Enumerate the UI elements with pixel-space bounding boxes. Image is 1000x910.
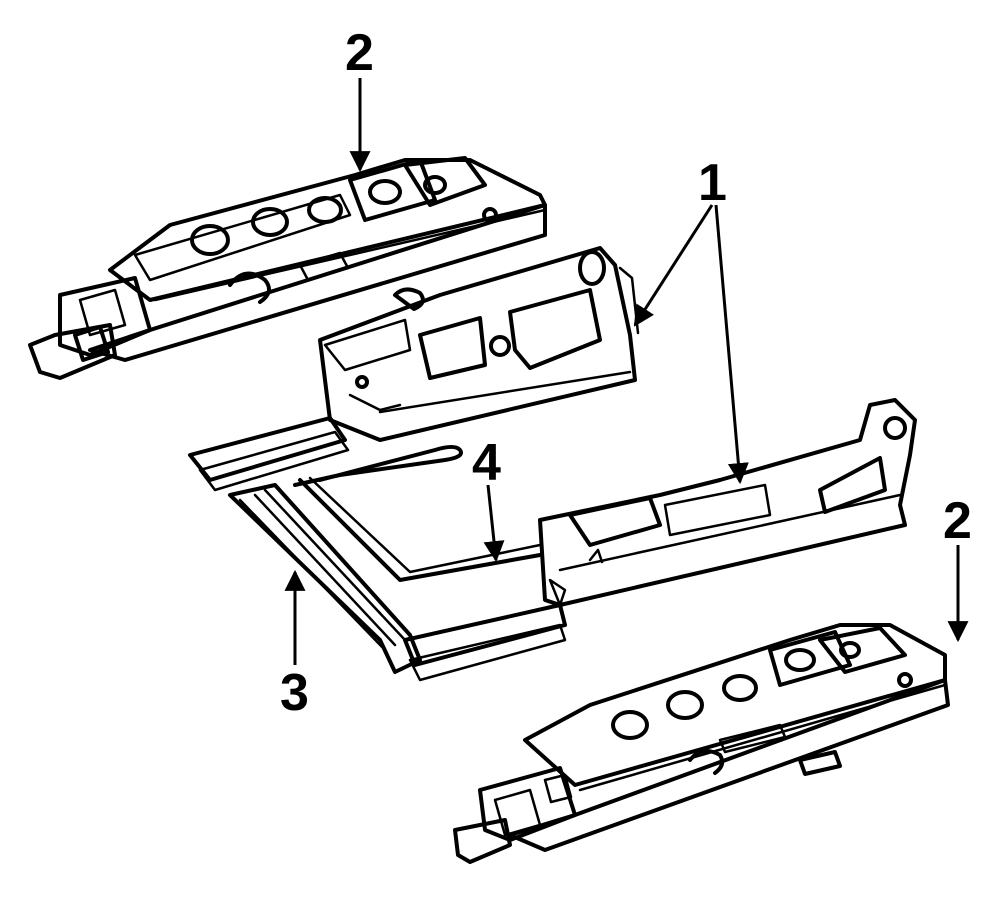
leader-1-lower [714, 204, 749, 485]
leader-1-upper [633, 204, 714, 327]
seat-track-rail [228, 483, 567, 682]
callout-2-top: 2 [345, 24, 374, 82]
callout-4: 4 [472, 434, 501, 492]
leader-4 [483, 484, 505, 563]
seat-adjuster-top [28, 156, 547, 380]
leader-lines [284, 78, 969, 665]
seat-bracket-upper [188, 246, 640, 492]
callout-2-right: 2 [943, 492, 972, 550]
callout-3: 3 [280, 664, 309, 722]
seat-adjuster-bottom [453, 623, 950, 864]
callout-1: 1 [698, 154, 727, 212]
seat-bracket-lower [538, 398, 917, 607]
